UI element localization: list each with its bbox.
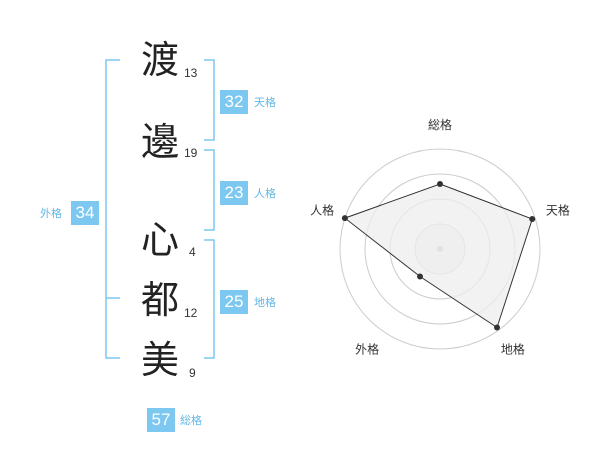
chikaku-bracket: [204, 239, 215, 359]
surname-char-1: 渡: [140, 38, 179, 82]
radar-axis-label-5: 人格: [310, 203, 334, 218]
radar-points: [341, 181, 536, 331]
given-strokes-2: 12: [184, 306, 198, 320]
given-char-3: 美: [140, 338, 179, 382]
surname-strokes-2: 19: [184, 146, 198, 160]
radar-ring-4: [339, 148, 541, 350]
radar-polygon: [343, 183, 533, 329]
surname-strokes-1: 13: [184, 66, 198, 80]
soukaku-value: 57: [147, 408, 175, 432]
given-strokes-1: 4: [189, 245, 196, 259]
gaikaku-bracket: [105, 59, 120, 359]
jinkaku-label: 人格: [254, 187, 276, 200]
given-char-1: 心: [140, 218, 179, 262]
soukaku-label: 総格: [180, 414, 202, 427]
given-char-2: 都: [140, 278, 179, 322]
jinkaku-value: 23: [220, 181, 248, 205]
radar-axis-label-3: 地格: [501, 341, 525, 356]
radar-point-3: [494, 324, 501, 331]
chikaku-value: 25: [220, 290, 248, 314]
surname-char-2: 邊: [140, 120, 179, 164]
gaikaku-value: 34: [71, 201, 99, 225]
jinkaku-bracket: [204, 149, 215, 231]
given-strokes-3: 9: [189, 366, 196, 380]
radar-point-4: [417, 273, 424, 280]
radar-point-2: [529, 216, 536, 223]
radar-axis-label-2: 天格: [546, 203, 570, 218]
radar-axis-label-1: 総格: [428, 117, 452, 132]
chikaku-label: 地格: [254, 296, 276, 309]
tenkaku-bracket: [204, 59, 215, 141]
tenkaku-value: 32: [220, 90, 248, 114]
radar-axis-label-4: 外格: [355, 341, 379, 356]
tenkaku-label: 天格: [254, 96, 276, 109]
radar-point-1: [437, 181, 443, 187]
radar-point-5: [341, 215, 348, 222]
gaikaku-label: 外格: [40, 207, 62, 220]
